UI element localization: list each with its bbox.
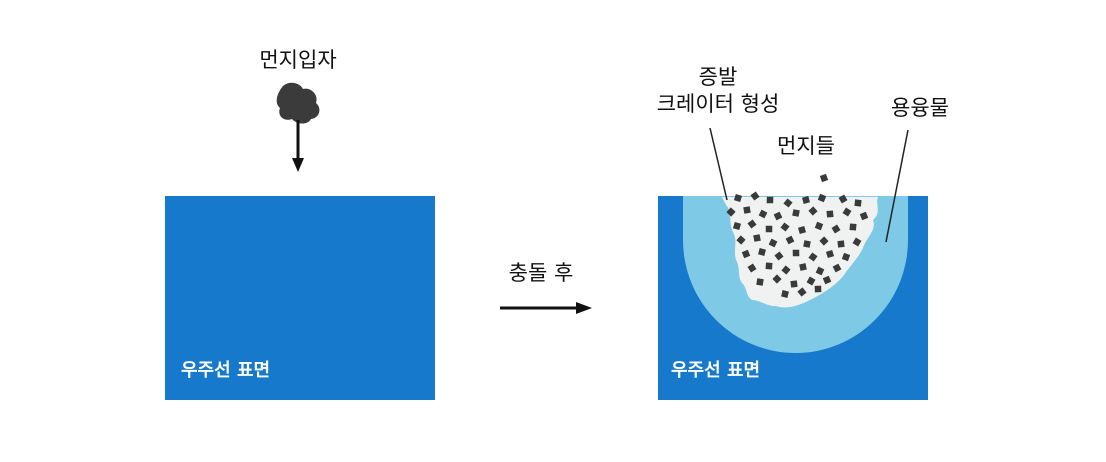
- after-collision-label: 충돌 후: [508, 261, 574, 285]
- dust-piece: [753, 234, 761, 242]
- surface-label-before: 우주선 표면: [181, 360, 271, 381]
- leader-line-crater: [709, 127, 728, 201]
- dust-piece: [799, 263, 807, 271]
- dust-piece: [797, 287, 807, 297]
- dust-piece: [774, 251, 784, 261]
- dust-pieces: [726, 173, 869, 298]
- dust-piece: [780, 222, 790, 232]
- dust-piece: [726, 207, 736, 217]
- dust-piece: [841, 252, 851, 262]
- dust-piece: [747, 263, 757, 273]
- dust-piece: [826, 210, 834, 218]
- dust-piece: [781, 290, 789, 298]
- dust-piece: [756, 278, 764, 286]
- dust-piece: [758, 209, 768, 219]
- dust-particle-label: 먼지입자: [259, 48, 337, 72]
- evaporation-label: 증발: [698, 65, 738, 89]
- dust-piece: [806, 276, 816, 286]
- dust-piece: [803, 240, 811, 248]
- dust-piece: [831, 224, 841, 234]
- dust-piece: [859, 211, 869, 221]
- arrow-right-icon: [500, 302, 592, 314]
- dust-piece: [781, 265, 791, 275]
- dust-piece: [819, 236, 829, 246]
- dust-piece: [808, 206, 818, 216]
- dust-piece: [732, 221, 742, 231]
- dust-piece: [815, 266, 825, 276]
- dust-pieces-label: 먼지들: [777, 134, 835, 158]
- dust-piece: [814, 285, 822, 293]
- dust-piece: [783, 198, 793, 208]
- dust-piece: [849, 223, 857, 231]
- dust-piece: [765, 262, 773, 270]
- dust-piece: [797, 225, 807, 235]
- dust-piece: [832, 263, 842, 273]
- dust-piece: [758, 248, 766, 256]
- dust-piece: [743, 206, 751, 214]
- dust-piece: [736, 235, 746, 245]
- leader-line-molten: [885, 129, 909, 243]
- spacecraft-surface-before: [165, 196, 435, 400]
- dust-piece: [768, 238, 778, 248]
- dust-piece: [750, 191, 760, 201]
- dust-piece: [766, 196, 774, 204]
- dust-piece: [837, 240, 845, 248]
- dust-piece: [808, 252, 818, 262]
- crater-formation-label: 크레이터 형성: [656, 92, 780, 116]
- dust-piece: [773, 211, 783, 221]
- dust-blob-icon: [276, 82, 320, 124]
- dust-piece: [854, 199, 862, 207]
- arrow-down-icon: [292, 120, 304, 172]
- dust-piece: [733, 193, 743, 203]
- dust-piece: [772, 274, 782, 284]
- surface-label-after: 우주선 표면: [671, 360, 761, 381]
- dust-piece: [741, 249, 751, 259]
- dust-piece: [825, 249, 835, 259]
- dust-piece: [822, 275, 832, 285]
- dust-piece: [817, 193, 827, 203]
- dust-piece: [852, 237, 862, 247]
- dust-piece: [765, 225, 773, 233]
- dust-piece: [819, 173, 829, 183]
- molten-label: 용융물: [891, 96, 949, 120]
- dust-piece: [785, 235, 795, 245]
- dust-piece: [842, 207, 852, 217]
- dust-piece: [814, 221, 824, 231]
- dust-piece: [792, 249, 800, 257]
- dust-piece: [792, 209, 800, 217]
- dust-piece: [747, 219, 757, 229]
- dust-piece: [838, 194, 848, 204]
- dust-piece: [802, 196, 810, 204]
- dust-piece: [790, 280, 798, 288]
